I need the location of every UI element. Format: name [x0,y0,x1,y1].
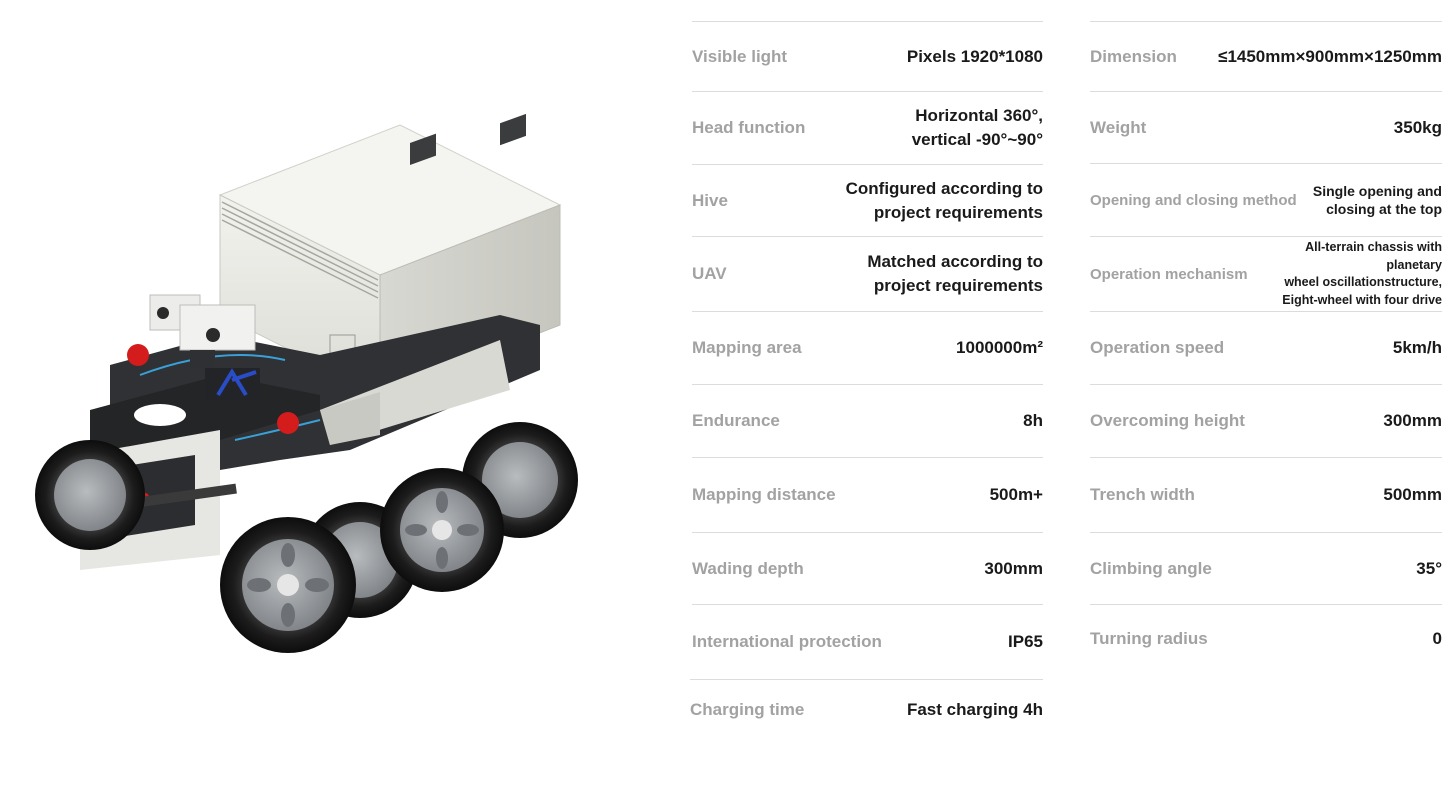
spec-value: 1000000m² [956,338,1043,357]
spec-row-turning-radius: Turning radius 0 [1090,604,1442,672]
spec-row-opening-closing-method: Opening and closing method Single openin… [1090,163,1442,236]
spec-row-dimension: Dimension ≤1450mm×900mm×1250mm [1090,21,1442,91]
spec-label: Trench width [1090,485,1195,504]
spec-value: ≤1450mm×900mm×1250mm [1218,46,1442,66]
spec-value: 5km/h [1392,338,1442,357]
wheel-mid-front [380,468,504,592]
wheel-rear-left [35,440,145,550]
spec-label: Opening and closing method [1090,191,1297,209]
spec-value: 500mm [1383,485,1442,504]
spec-label: Climbing angle [1090,558,1212,578]
spec-label: Overcoming height [1090,411,1245,430]
spec-label: Mapping area [692,338,802,357]
spec-value: 350kg [1393,117,1442,137]
spec-row-mapping-distance: Mapping distance 500m+ [692,457,1043,532]
spec-row-trench-width: Trench width 500mm [1090,457,1442,532]
spec-value: Single opening and closing at the top [1312,183,1442,217]
spec-label: Weight [1090,117,1147,137]
spec-row-uav: UAV Matched according to project require… [692,236,1043,311]
spec-label: UAV [692,264,727,283]
wheel-front [220,517,356,653]
spec-label: International protection [692,632,882,651]
spec-value: Matched according to project requirement… [867,252,1043,295]
spec-row-operation-mechanism: Operation mechanism All-terrain chassis … [1090,236,1442,311]
hive-handle-left [410,133,436,166]
spec-value: All-terrain chassis with planetary wheel… [1282,240,1442,307]
spec-label: Mapping distance [692,485,836,504]
spec-label: Operation mechanism [1090,265,1248,283]
spec-value: 300mm [1383,411,1442,430]
robot-product-image [35,113,578,653]
spec-row-climbing-angle: Climbing angle 35° [1090,532,1442,604]
spec-label: Visible light [692,46,788,66]
spec-value: Configured according to project requirem… [845,178,1043,222]
spec-value: 8h [1023,411,1043,430]
spec-value: IP65 [1008,632,1043,651]
spec-label: Wading depth [692,558,804,578]
spec-label: Turning radius [1090,628,1208,648]
spec-value: 500m+ [989,485,1043,504]
spec-row-operation-speed: Operation speed 5km/h [1090,311,1442,384]
spec-value: Pixels 1920*1080 [906,46,1043,66]
spec-row-international-protection: International protection IP65 [692,604,1043,679]
emergency-stop-button-right [277,412,299,434]
spec-label: Endurance [692,411,780,430]
spec-label: Charging time [690,699,805,719]
spec-value: Horizontal 360°, vertical -90°~90° [911,106,1043,149]
chassis-light-window [134,404,186,426]
spec-row-mapping-area: Mapping area 1000000m² [692,311,1043,384]
spec-value: Fast charging 4h [906,699,1043,719]
spec-row-weight: Weight 350kg [1090,91,1442,163]
spec-row-hive: Hive Configured according to project req… [692,164,1043,236]
wheels [35,422,578,653]
hive-handle-right [500,113,526,146]
spec-value: 0 [1432,628,1442,648]
spec-row-wading-depth: Wading depth 300mm [692,532,1043,604]
spec-label: Operation speed [1090,338,1225,357]
spec-row-visible-light: Visible light Pixels 1920*1080 [692,21,1043,91]
spec-row-overcoming-height: Overcoming height 300mm [1090,384,1442,457]
spec-row-head-function: Head function Horizontal 360°, vertical … [692,91,1043,164]
spec-row-charging-time: Charging time Fast charging 4h [690,679,1043,739]
camera-head [149,294,256,368]
spec-value: 300mm [984,558,1043,578]
spec-label: Dimension [1090,46,1177,66]
brand-logo [216,368,257,397]
spec-label: Head function [692,118,806,137]
spec-value: 35° [1416,558,1442,578]
spec-label: Hive [692,190,728,210]
emergency-stop-button-left [127,344,149,366]
spec-row-endurance: Endurance 8h [692,384,1043,457]
